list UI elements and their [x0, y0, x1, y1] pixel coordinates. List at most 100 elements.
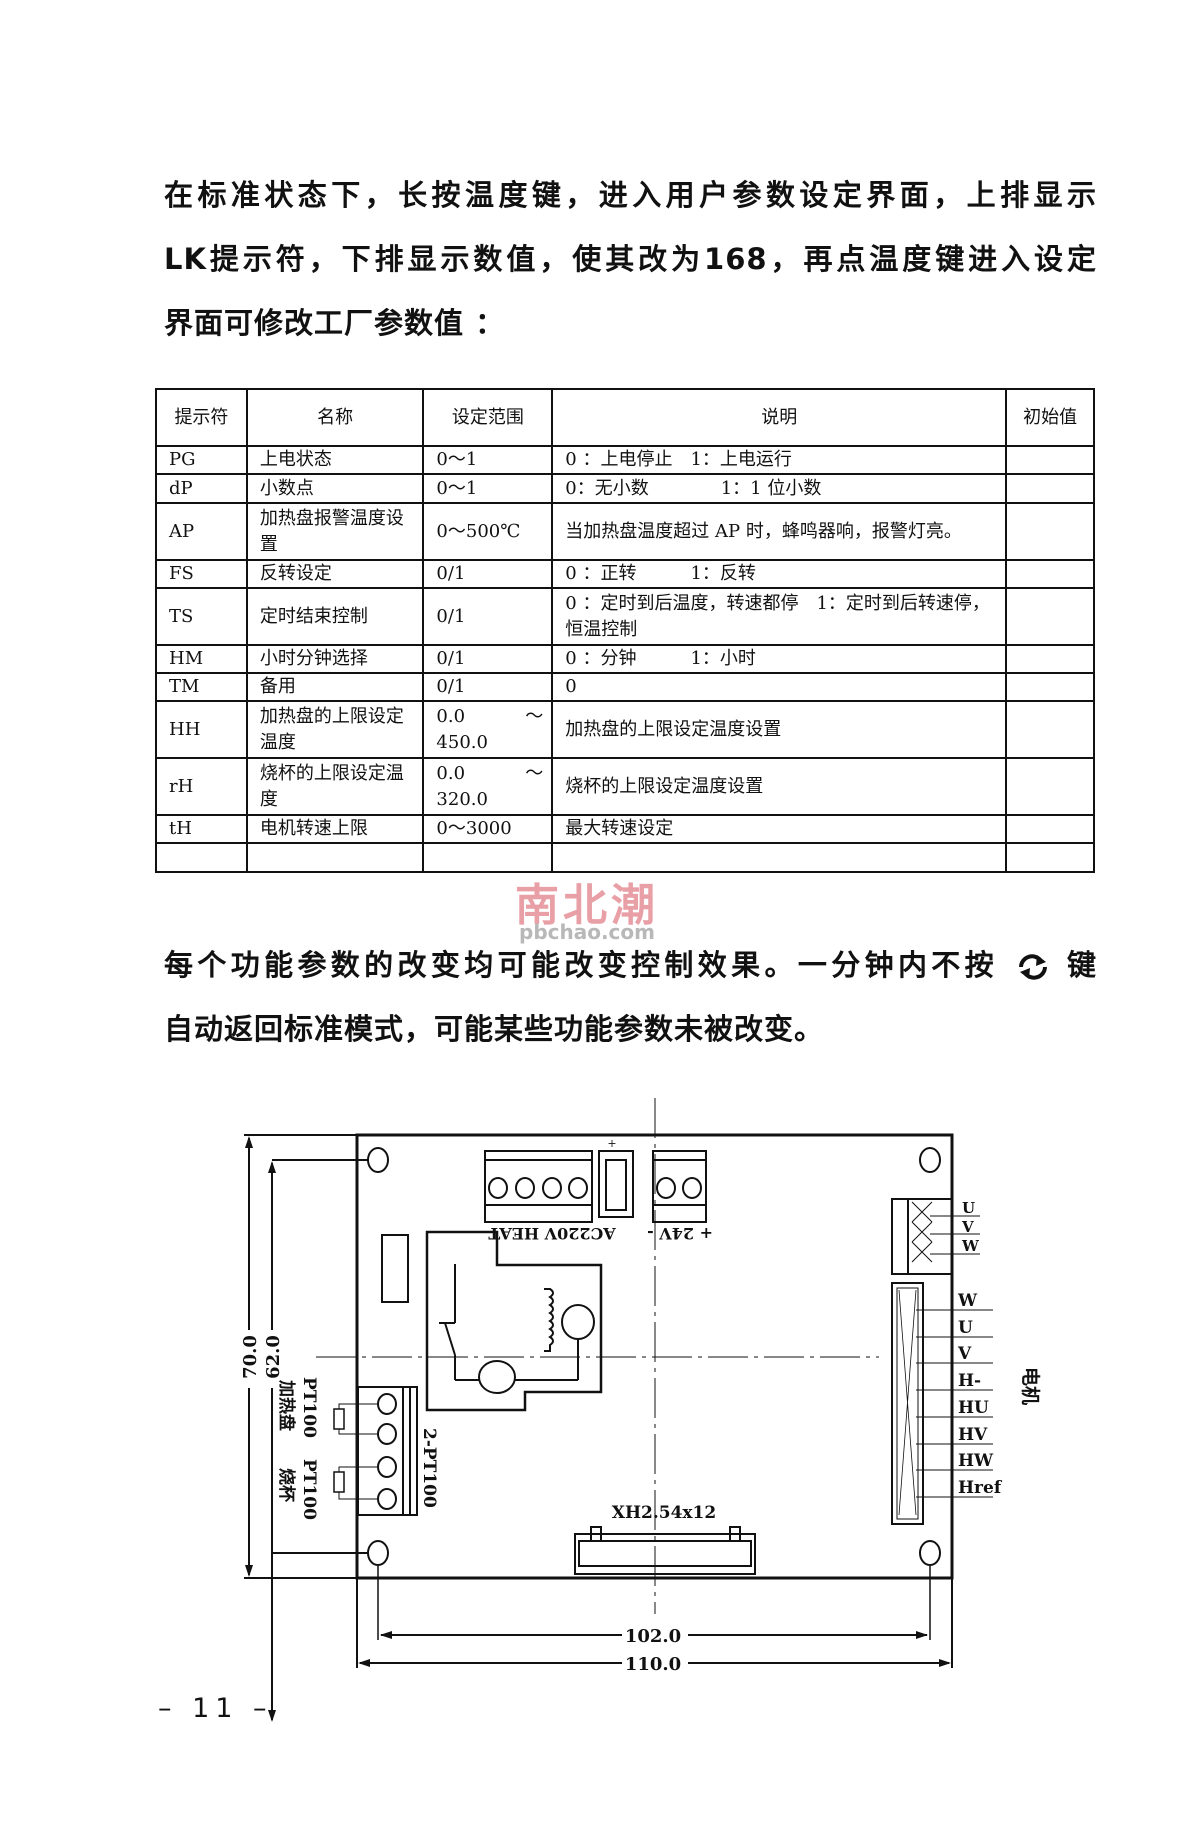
table-header-row: 提示符 名称 设定范围 说明 初始值 — [155, 388, 1095, 447]
table-cell: 加热盘报警温度设置 — [245, 502, 425, 561]
heat-label: AC220V HEAT — [488, 1224, 616, 1243]
table-cell: 小数点 — [245, 473, 425, 504]
cycle-key-icon — [1013, 952, 1053, 982]
motor-pin-label: V — [957, 1344, 972, 1364]
table-cell: 0 ：正转 1：反转 — [551, 559, 1008, 589]
table-cell: 0/1 — [422, 559, 554, 589]
motor-pin-label: W — [961, 1237, 980, 1255]
header-cell: 设定范围 — [422, 388, 554, 447]
table-cell — [1005, 644, 1095, 674]
table-cell: 反转设定 — [245, 559, 425, 589]
table-cell: 0 — [551, 672, 1008, 702]
table-cell: 0 ：定时到后温度，转速都停 1：定时到后转速停，恒温控制 — [551, 587, 1008, 646]
pt100-heater-label: 加热盘 — [276, 1379, 297, 1431]
table-cell: AP — [155, 502, 248, 561]
header-cell: 名称 — [245, 388, 425, 447]
table-cell: HH — [155, 700, 248, 759]
table-cell: 0 ：分钟 1：小时 — [551, 644, 1008, 674]
motor-pin-label: V — [961, 1218, 974, 1236]
table-cell: 最大转速设定 — [551, 814, 1008, 844]
table-cell — [1005, 587, 1095, 646]
paragraph-line: 在标准状态下，长按温度键，进入用户参数设定界面，上排显示 — [164, 178, 1097, 212]
paragraph-line: 自动返回标准模式，可能某些功能参数未被改变。 — [164, 1012, 825, 1046]
motor-pin-label: HW — [958, 1451, 994, 1471]
mounting-holes — [367, 1147, 941, 1566]
table-cell — [1005, 559, 1095, 589]
header-cell: 提示符 — [155, 388, 248, 447]
xh-label: XH2.54x12 — [612, 1503, 716, 1523]
paragraph-text: 键 — [1066, 948, 1097, 982]
table-cell — [1005, 757, 1095, 816]
table-cell: 电机转速上限 — [245, 814, 425, 844]
table-cell: 0～1 — [422, 445, 554, 475]
table-cell: HM — [155, 644, 248, 674]
paragraph-line: LK提示符，下排显示数值，使其改为168，再点温度键进入设定 — [164, 242, 1097, 276]
dim-label-70: 70.0 — [240, 1335, 261, 1379]
page-number: – 11 – — [158, 1693, 273, 1724]
motor-pin-label: HU — [958, 1398, 989, 1418]
table-cell: 0～500℃ — [422, 502, 554, 561]
motor-connector-small — [891, 1198, 980, 1275]
table-cell: 备用 — [245, 672, 425, 702]
motor-connector-long — [891, 1282, 993, 1525]
jumper-connector — [598, 1150, 634, 1218]
heat-terminal — [484, 1150, 593, 1223]
motor-pin-label: HV — [958, 1425, 988, 1445]
table-cell: PG — [155, 445, 248, 475]
pt100-beaker-label: 烧杯 — [276, 1468, 297, 1502]
pt100-label: PT100 — [299, 1377, 319, 1438]
table-cell: 0：无小数 1：1 位小数 — [551, 473, 1008, 504]
table-cell: 烧杯的上限设定温度 — [245, 757, 425, 816]
table-cell: 加热盘的上限设定温度 — [245, 700, 425, 759]
pt-connector-label: 2-PT100 — [419, 1428, 439, 1508]
table-cell: 0/1 — [422, 644, 554, 674]
table-cell — [1005, 700, 1095, 759]
motor-pin-label: Href — [958, 1478, 1003, 1498]
paragraph-text: 每个功能参数的改变均可能改变控制效果。一分钟内不按 — [164, 948, 999, 982]
paragraph-line: 每个功能参数的改变均可能改变控制效果。一分钟内不按 键 — [164, 942, 1097, 984]
small-component — [381, 1234, 409, 1303]
table-cell: 烧杯的上限设定温度设置 — [551, 757, 1008, 816]
relay-outline — [425, 1230, 603, 1412]
pt100-label: PT100 — [299, 1459, 319, 1520]
table-cell: 0.0 ～ 320.0 — [422, 757, 554, 816]
table-cell: FS — [155, 559, 248, 589]
plus-label: + — [607, 1137, 616, 1150]
table-cell — [155, 842, 248, 873]
table-cell: dP — [155, 473, 248, 504]
table-row — [155, 842, 1095, 873]
relay-symbol — [439, 1264, 595, 1394]
dim-label-102: 102.0 — [625, 1626, 681, 1647]
table-cell — [1005, 473, 1095, 504]
motor-pin-label: U — [962, 1199, 975, 1217]
table-cell — [551, 842, 1008, 873]
dim-label-110: 110.0 — [625, 1654, 681, 1675]
motor-pin-label: H- — [958, 1371, 981, 1391]
table-cell: 0 ：上电停止 1：上电运行 — [551, 445, 1008, 475]
table-cell: 0/1 — [422, 672, 554, 702]
table-cell: tH — [155, 814, 248, 844]
dim-label-62: 62.0 — [263, 1335, 284, 1379]
pt100-terminal — [333, 1386, 418, 1516]
motor-pin-label: U — [958, 1318, 973, 1338]
table-cell — [245, 842, 425, 873]
table-cell — [1005, 842, 1095, 873]
board-outline — [355, 1133, 954, 1580]
table-cell: rH — [155, 757, 248, 816]
table-cell: 小时分钟选择 — [245, 644, 425, 674]
table-cell — [1005, 445, 1095, 475]
table-cell — [1005, 814, 1095, 844]
table-cell — [422, 842, 554, 873]
power-label: + 24V - — [647, 1224, 713, 1243]
table-cell — [1005, 672, 1095, 702]
